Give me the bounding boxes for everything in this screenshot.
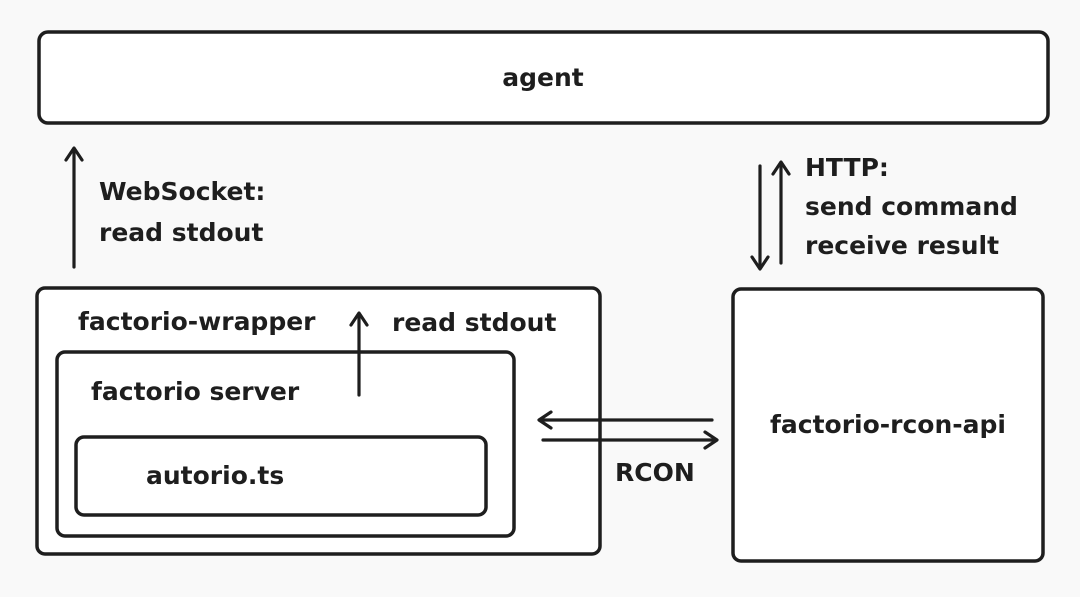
factorio-rcon-api-label: factorio-rcon-api (770, 410, 1006, 439)
http-label-line2: send command (805, 192, 1018, 221)
factorio-wrapper-label: factorio-wrapper (78, 307, 316, 336)
autorio-node: autorio.ts (74, 435, 488, 517)
http-label-line3: receive result (805, 231, 999, 260)
factorio-rcon-api-node: factorio-rcon-api (731, 287, 1045, 563)
factorio-server-label: factorio server (91, 377, 300, 406)
autorio-label: autorio.ts (146, 461, 284, 490)
http-label-line1: HTTP: (805, 153, 889, 182)
read-stdout-label: read stdout (392, 308, 556, 337)
websocket-label-line2: read stdout (99, 218, 263, 247)
agent-label: agent (502, 63, 584, 92)
websocket-label-line1: WebSocket: (99, 177, 265, 206)
http-arrows (750, 160, 791, 271)
agent-node: agent (37, 30, 1050, 125)
websocket-arrow (64, 146, 84, 269)
rcon-arrows (537, 410, 719, 450)
read-stdout-arrow (349, 311, 369, 397)
rcon-label: RCON (615, 458, 695, 487)
